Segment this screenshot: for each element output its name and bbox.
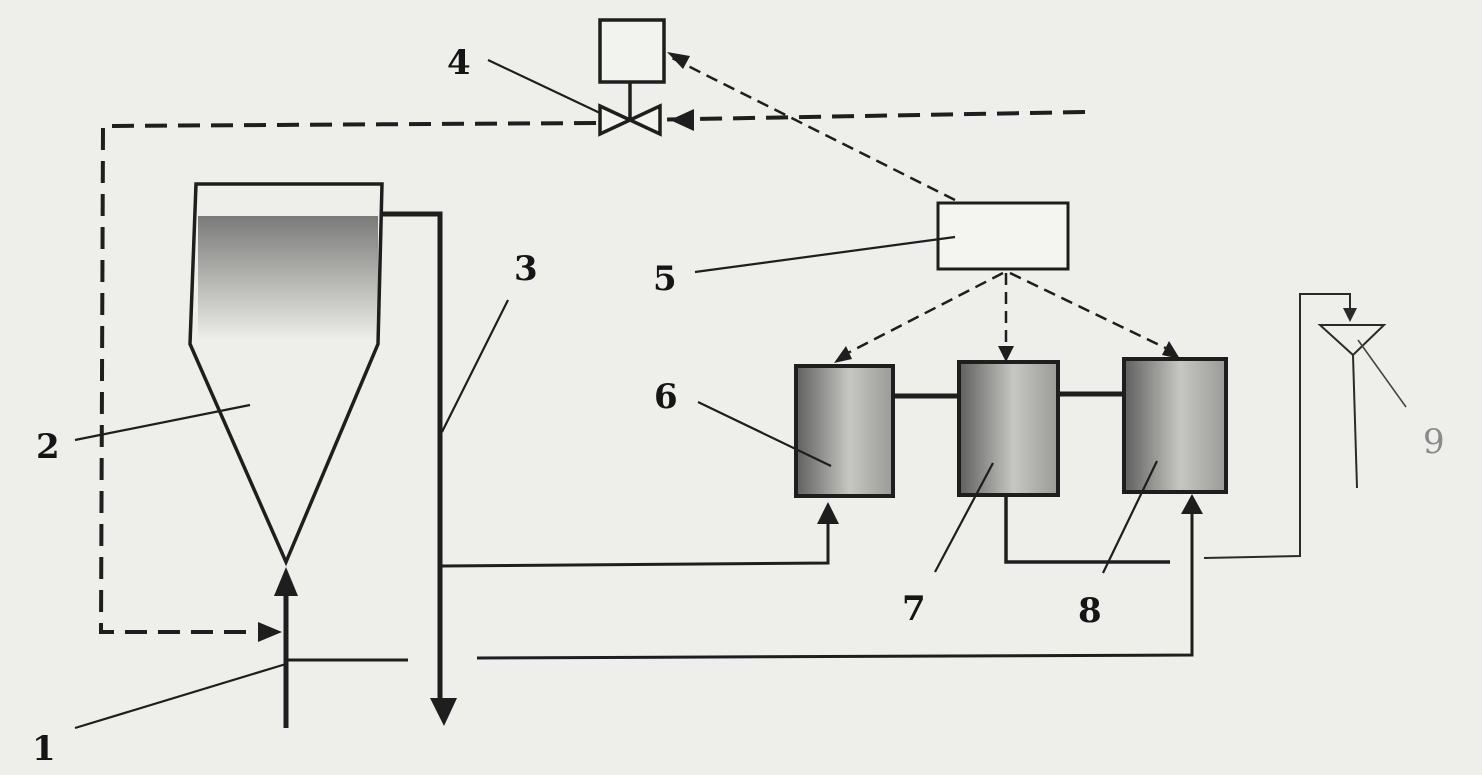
label-5: 5 <box>653 259 677 299</box>
feed-inlet-line <box>274 567 298 728</box>
leader-3 <box>441 299 509 433</box>
leader-2 <box>74 403 251 442</box>
number-labels: 1 2 3 4 5 6 7 8 9 <box>32 43 1445 769</box>
label-9: 9 <box>1423 422 1445 462</box>
valve-actuator <box>598 18 666 84</box>
label-7: 7 <box>902 589 926 629</box>
valve-body <box>598 103 662 137</box>
controller-box <box>936 201 1070 271</box>
overflow-line <box>382 211 457 726</box>
label-8: 8 <box>1078 591 1102 631</box>
leader-6 <box>697 401 832 467</box>
leader-5 <box>694 235 956 274</box>
analyser-cell-7 <box>957 360 1060 497</box>
analyser-cell-8 <box>1122 357 1228 494</box>
drain-line <box>1004 497 1170 564</box>
tank-liquid-fill <box>198 216 378 340</box>
valve-inlet-arrowhead <box>670 109 694 131</box>
leader-lines <box>74 59 1407 730</box>
recirculation-dashed-line <box>98 109 1086 642</box>
sample-arrowhead-8 <box>1181 494 1203 514</box>
feed-arrowhead <box>274 567 298 596</box>
signal-to-actuator <box>671 56 956 202</box>
sample-line-6 <box>441 502 839 568</box>
overflow-arrowhead <box>430 698 457 726</box>
analyser-cell-6 <box>794 364 895 498</box>
signal-arrowhead-8 <box>1162 341 1180 359</box>
funnel-stem <box>1352 354 1358 489</box>
sample-line-bottom <box>286 494 1203 662</box>
signal-to-8 <box>1009 271 1177 355</box>
signal-lines <box>667 52 1180 363</box>
tank-outline <box>188 182 384 567</box>
control-valve <box>598 18 666 137</box>
recirculation-arrowhead <box>258 622 282 642</box>
label-4: 4 <box>447 43 471 83</box>
signal-arrowhead-6 <box>834 346 852 363</box>
discharge-arrowhead <box>1343 308 1357 322</box>
signal-arrowhead-7 <box>998 346 1014 362</box>
controller <box>936 201 1070 271</box>
discharge-line <box>1203 293 1387 559</box>
signal-to-6 <box>837 271 1004 360</box>
label-2: 2 <box>36 427 60 467</box>
settling-tank <box>188 182 384 567</box>
leader-1 <box>74 662 287 730</box>
label-1: 1 <box>32 729 56 769</box>
leader-8 <box>1102 460 1158 574</box>
label-3: 3 <box>514 249 538 289</box>
funnel <box>1317 324 1387 357</box>
leader-7 <box>934 462 994 573</box>
leader-4 <box>487 59 601 114</box>
sample-arrowhead-6 <box>817 502 839 524</box>
signal-arrowhead-actuator <box>667 52 690 69</box>
label-6: 6 <box>654 377 678 417</box>
leader-9 <box>1357 339 1407 408</box>
analyser-cells <box>794 357 1228 498</box>
